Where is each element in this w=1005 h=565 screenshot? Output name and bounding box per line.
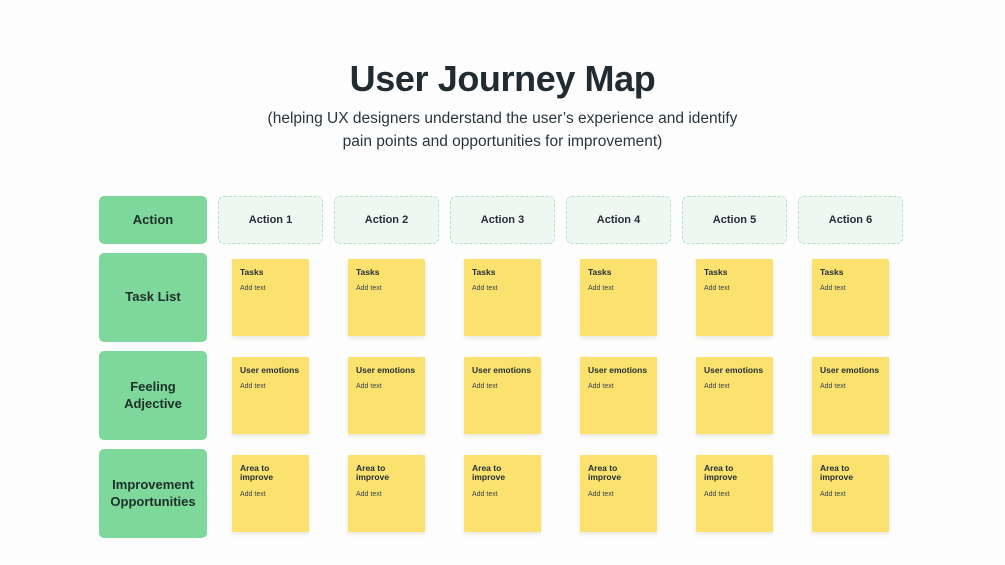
row-label-improvement-opportunities-text: Improvement Opportunities bbox=[110, 476, 196, 509]
sticky-note-placeholder[interactable]: Add text bbox=[588, 490, 614, 498]
page-header: User Journey Map (helping UX designers u… bbox=[0, 0, 1005, 154]
action-column-header-1[interactable]: Action 1 bbox=[218, 196, 323, 244]
sticky-note-user-emotions-col2[interactable]: User emotions Add text bbox=[348, 357, 425, 434]
action-column-header-6[interactable]: Action 6 bbox=[798, 196, 903, 244]
sticky-note-area-to-improve-col1[interactable]: Area to improve Add text bbox=[232, 455, 309, 532]
sticky-note-placeholder[interactable]: Add text bbox=[588, 383, 614, 391]
sticky-note-tasks-col1[interactable]: Tasks Add text bbox=[232, 259, 309, 336]
sticky-note-area-to-improve-col6[interactable]: Area to improve Add text bbox=[812, 455, 889, 532]
sticky-note-placeholder[interactable]: Add text bbox=[472, 383, 498, 391]
sticky-note-title: User emotions bbox=[704, 365, 764, 375]
sticky-note-placeholder[interactable]: Add text bbox=[472, 490, 498, 498]
row-label-feeling-adjective: Feeling Adjective bbox=[99, 351, 207, 440]
sticky-note-user-emotions-col5[interactable]: User emotions Add text bbox=[696, 357, 773, 434]
sticky-note-title: User emotions bbox=[240, 365, 300, 375]
sticky-note-tasks-col5[interactable]: Tasks Add text bbox=[696, 259, 773, 336]
action-column-header-4-label: Action 4 bbox=[596, 214, 641, 226]
sticky-note-placeholder[interactable]: Add text bbox=[820, 383, 846, 391]
sticky-note-title: User emotions bbox=[820, 365, 880, 375]
sticky-note-user-emotions-col1[interactable]: User emotions Add text bbox=[232, 357, 309, 434]
sticky-note-area-to-improve-col5[interactable]: Area to improve Add text bbox=[696, 455, 773, 532]
action-column-header-5[interactable]: Action 5 bbox=[682, 196, 787, 244]
action-column-header-2[interactable]: Action 2 bbox=[334, 196, 439, 244]
sticky-note-tasks-col4[interactable]: Tasks Add text bbox=[580, 259, 657, 336]
sticky-note-user-emotions-col3[interactable]: User emotions Add text bbox=[464, 357, 541, 434]
action-column-header-3-label: Action 3 bbox=[480, 214, 525, 226]
action-column-header-4[interactable]: Action 4 bbox=[566, 196, 671, 244]
sticky-note-title: Tasks bbox=[820, 267, 844, 277]
sticky-note-placeholder[interactable]: Add text bbox=[472, 285, 498, 293]
sticky-note-placeholder[interactable]: Add text bbox=[704, 285, 730, 293]
sticky-note-area-to-improve-col3[interactable]: Area to improve Add text bbox=[464, 455, 541, 532]
sticky-note-placeholder[interactable]: Add text bbox=[240, 383, 266, 391]
sticky-note-title: User emotions bbox=[356, 365, 416, 375]
sticky-note-tasks-col2[interactable]: Tasks Add text bbox=[348, 259, 425, 336]
sticky-note-title: Area to improve bbox=[820, 463, 854, 483]
action-column-header-3[interactable]: Action 3 bbox=[450, 196, 555, 244]
sticky-note-placeholder[interactable]: Add text bbox=[704, 383, 730, 391]
sticky-note-placeholder[interactable]: Add text bbox=[240, 490, 266, 498]
sticky-note-user-emotions-col4[interactable]: User emotions Add text bbox=[580, 357, 657, 434]
sticky-note-title: Area to improve bbox=[356, 463, 390, 483]
action-column-header-2-label: Action 2 bbox=[364, 214, 409, 226]
sticky-note-title: Tasks bbox=[588, 267, 612, 277]
sticky-note-title: Area to improve bbox=[240, 463, 274, 483]
row-label-task-list: Task List bbox=[99, 253, 207, 342]
sticky-note-title: Tasks bbox=[356, 267, 380, 277]
sticky-note-placeholder[interactable]: Add text bbox=[240, 285, 266, 293]
sticky-note-placeholder[interactable]: Add text bbox=[588, 285, 614, 293]
sticky-note-placeholder[interactable]: Add text bbox=[356, 383, 382, 391]
sticky-note-title: Tasks bbox=[240, 267, 264, 277]
sticky-note-title: Tasks bbox=[472, 267, 496, 277]
sticky-note-title: Area to improve bbox=[588, 463, 622, 483]
sticky-note-tasks-col6[interactable]: Tasks Add text bbox=[812, 259, 889, 336]
sticky-note-placeholder[interactable]: Add text bbox=[820, 285, 846, 293]
sticky-note-placeholder[interactable]: Add text bbox=[356, 490, 382, 498]
sticky-note-title: User emotions bbox=[472, 365, 532, 375]
action-column-header-5-label: Action 5 bbox=[712, 214, 757, 226]
sticky-note-placeholder[interactable]: Add text bbox=[704, 490, 730, 498]
action-column-header-1-label: Action 1 bbox=[248, 214, 293, 226]
sticky-note-tasks-col3[interactable]: Tasks Add text bbox=[464, 259, 541, 336]
sticky-note-user-emotions-col6[interactable]: User emotions Add text bbox=[812, 357, 889, 434]
sticky-note-placeholder[interactable]: Add text bbox=[820, 490, 846, 498]
row-label-task-list-text: Task List bbox=[125, 289, 181, 305]
row-label-action-text: Action bbox=[132, 211, 174, 227]
sticky-note-title: Area to improve bbox=[704, 463, 738, 483]
row-label-feeling-adjective-text: Feeling Adjective bbox=[124, 378, 182, 411]
sticky-note-area-to-improve-col4[interactable]: Area to improve Add text bbox=[580, 455, 657, 532]
page-title: User Journey Map bbox=[349, 58, 656, 99]
row-label-improvement-opportunities: Improvement Opportunities bbox=[99, 449, 207, 538]
journey-map-board: Action Action 1 Action 2 Action 3 Action… bbox=[99, 196, 903, 538]
row-label-action: Action bbox=[99, 196, 207, 244]
page-subtitle: (helping UX designers understand the use… bbox=[267, 110, 738, 151]
sticky-note-title: Area to improve bbox=[472, 463, 506, 483]
sticky-note-area-to-improve-col2[interactable]: Area to improve Add text bbox=[348, 455, 425, 532]
sticky-note-placeholder[interactable]: Add text bbox=[356, 285, 382, 293]
action-column-header-6-label: Action 6 bbox=[828, 214, 873, 226]
sticky-note-title: User emotions bbox=[588, 365, 648, 375]
sticky-note-title: Tasks bbox=[704, 267, 728, 277]
